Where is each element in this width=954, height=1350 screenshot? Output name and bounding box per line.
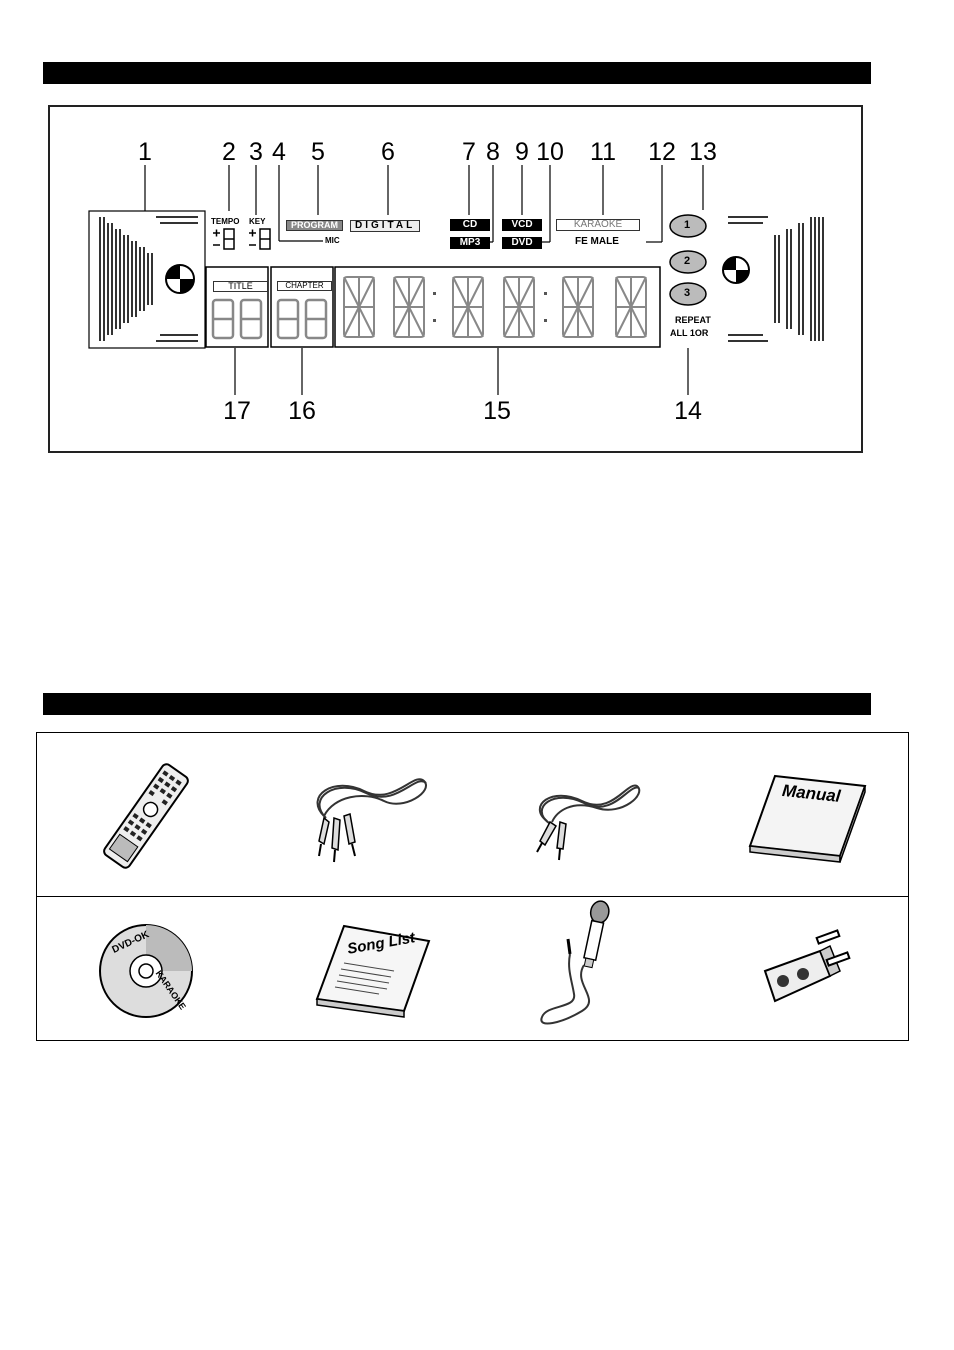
audio-cable-item bbox=[473, 741, 691, 891]
mic-label: MIC bbox=[325, 237, 340, 245]
callout-6: 6 bbox=[368, 140, 408, 165]
callout-5: 5 bbox=[298, 140, 338, 165]
microphone-icon bbox=[522, 899, 642, 1034]
left-spectrum-graphic bbox=[89, 211, 205, 348]
accessories-table: Manual DVD-OK KARAOKE bbox=[36, 732, 909, 1041]
repeat-label: REPEAT bbox=[675, 316, 711, 325]
circle-1-label: 1 bbox=[684, 220, 690, 231]
tempo-label: TEMPO bbox=[211, 218, 239, 226]
callout-16: 16 bbox=[282, 399, 322, 424]
circle-3-label: 3 bbox=[684, 288, 690, 299]
remote-control-item bbox=[37, 741, 255, 891]
callout-1: 1 bbox=[125, 140, 165, 165]
karaoke-disc-item: DVD-OK KARAOKE bbox=[37, 896, 255, 1046]
dvd-label: DVD bbox=[502, 237, 542, 249]
title-display-box bbox=[206, 267, 268, 347]
chapter-display-box bbox=[271, 267, 333, 347]
microphone-item bbox=[473, 896, 691, 1036]
callout-13: 13 bbox=[683, 140, 723, 165]
manual-item: Manual bbox=[691, 741, 909, 891]
manual-book-icon bbox=[730, 756, 870, 876]
callout-14: 14 bbox=[668, 399, 708, 424]
circle-2-label: 2 bbox=[684, 256, 690, 267]
title-label: TITLE bbox=[213, 281, 268, 292]
callout-10: 10 bbox=[530, 140, 570, 165]
av-cable-icon bbox=[294, 756, 434, 876]
plug-adapter-icon bbox=[735, 916, 865, 1026]
repeat-mode-label: ALL 1OR bbox=[670, 329, 708, 338]
av-cable-item bbox=[255, 741, 473, 891]
cd-label: CD bbox=[450, 219, 490, 231]
callout-11: 11 bbox=[583, 140, 623, 165]
vcd-label: VCD bbox=[502, 219, 542, 231]
song-list-book-icon bbox=[289, 911, 439, 1031]
section-header-bar-accessories bbox=[43, 693, 871, 715]
callout-4: 4 bbox=[259, 140, 299, 165]
remote-control-icon bbox=[86, 756, 206, 876]
fe-male-label: FE MALE bbox=[575, 237, 619, 247]
tempo-key-digits bbox=[213, 229, 270, 249]
plug-adapter-item bbox=[691, 896, 909, 1046]
main-segment-display bbox=[335, 267, 660, 347]
program-label: PROGRAM bbox=[286, 220, 343, 231]
callout-17: 17 bbox=[217, 399, 257, 424]
key-label: KEY bbox=[249, 218, 265, 226]
chapter-label: CHAPTER bbox=[277, 281, 332, 291]
callout-12: 12 bbox=[642, 140, 682, 165]
audio-cable-icon bbox=[512, 756, 652, 876]
digital-label: DIGITAL bbox=[350, 220, 420, 232]
mp3-label: MP3 bbox=[450, 237, 490, 249]
main-segment-characters bbox=[344, 277, 646, 337]
karaoke-label: KARAOKE bbox=[556, 219, 640, 231]
callout-15: 15 bbox=[477, 399, 517, 424]
song-list-item: Song List bbox=[255, 896, 473, 1046]
section-header-bar-display bbox=[43, 62, 871, 84]
